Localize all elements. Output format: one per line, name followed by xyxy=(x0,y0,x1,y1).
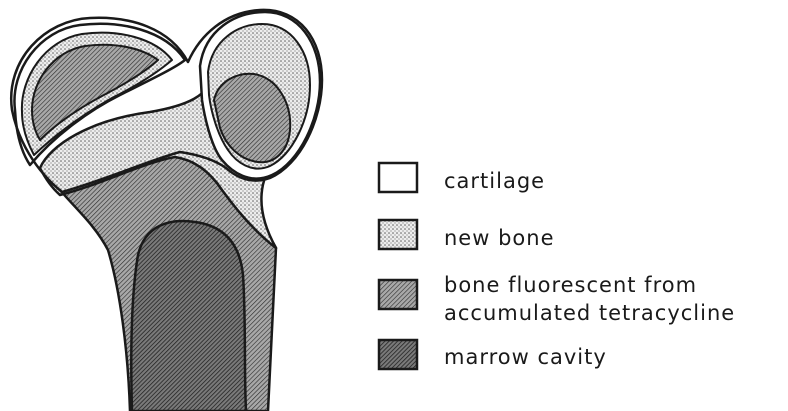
legend-swatch-cartilage xyxy=(379,163,417,192)
legend-item-cartilage: cartilage xyxy=(379,163,545,193)
legend-label-marrow: marrow cavity xyxy=(444,345,607,369)
legend-label-fluorescent-line1: bone fluorescent from xyxy=(444,273,697,297)
legend-swatch-marrow xyxy=(379,340,417,369)
legend-label-cartilage: cartilage xyxy=(444,169,545,193)
legend: cartilage new bone bone fluorescent from… xyxy=(379,163,735,369)
legend-item-new-bone: new bone xyxy=(379,220,555,250)
marrow-cavity-region xyxy=(131,221,246,411)
legend-item-marrow: marrow cavity xyxy=(379,340,607,369)
femur-drawing xyxy=(11,10,322,411)
legend-swatch-new-bone xyxy=(379,220,417,249)
legend-swatch-fluorescent xyxy=(379,280,417,309)
legend-label-fluorescent-line2: accumulated tetracycline xyxy=(444,301,735,325)
legend-label-new-bone: new bone xyxy=(444,226,555,250)
legend-item-fluorescent: bone fluorescent from accumulated tetrac… xyxy=(379,273,735,325)
